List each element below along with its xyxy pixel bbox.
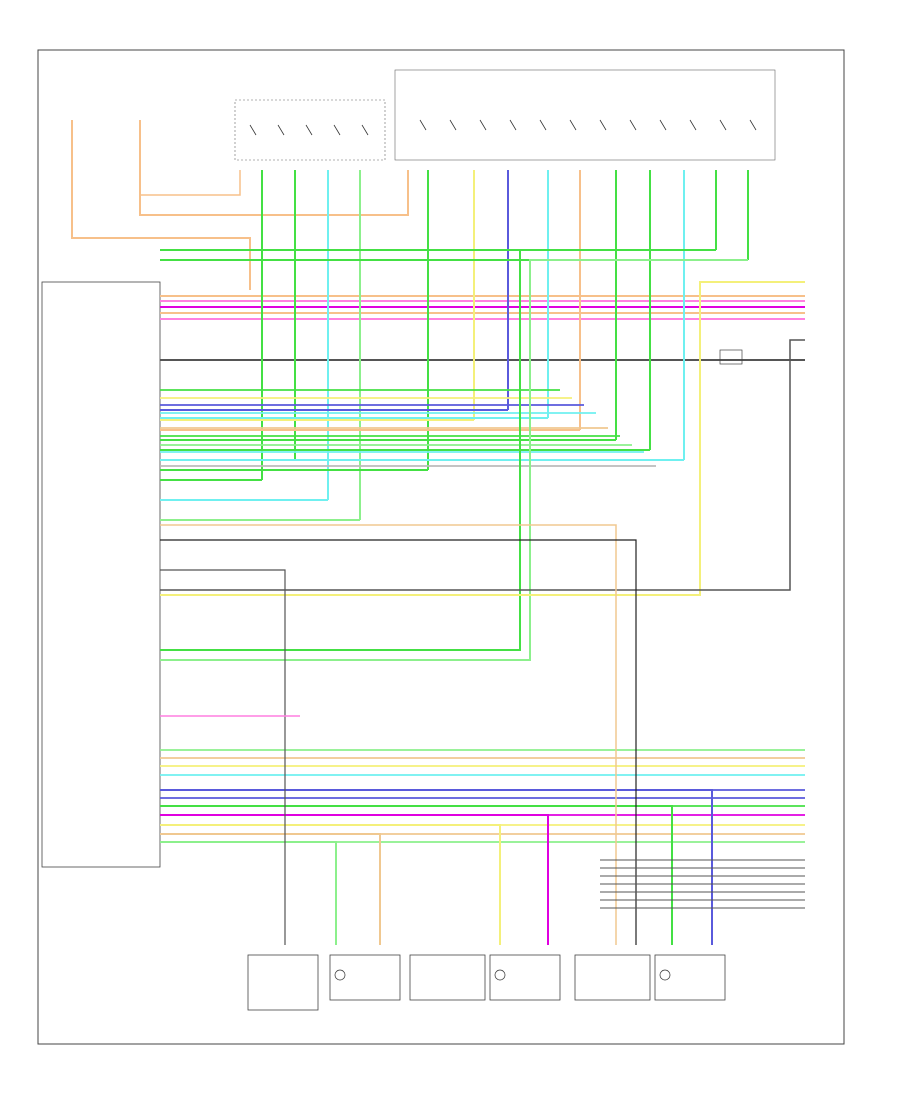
left-switch-contact-1	[277, 124, 285, 136]
motor-symbol-0	[334, 969, 346, 981]
left-recline-motor-box	[329, 954, 401, 1001]
left-switch-contact-2	[305, 124, 313, 136]
switch-contact-0	[419, 119, 427, 131]
switch-contact-10	[719, 119, 727, 131]
wire-black-sensor	[160, 539, 637, 945]
motor-symbol-1	[494, 969, 506, 981]
switch-contact-3	[509, 119, 517, 131]
left-switch-contact-0	[249, 124, 257, 136]
switch-contact-9	[689, 119, 697, 131]
switch-box-right	[394, 69, 776, 161]
wire-yellow-loop	[160, 281, 805, 596]
switch-contact-8	[659, 119, 667, 131]
switch-contact-2	[479, 119, 487, 131]
wire-gray-sensor	[160, 569, 286, 945]
wire-yellow-motor	[160, 824, 501, 945]
wire-green-return-a	[160, 249, 716, 651]
wire-lightgreen-motor	[160, 841, 337, 945]
diagram-border	[37, 49, 845, 1045]
switch-contact-11	[749, 119, 757, 131]
switch-contact-6	[599, 119, 607, 131]
switch-contact-7	[629, 119, 637, 131]
motor-symbol-2	[659, 969, 671, 981]
left-headrest-motor-box	[489, 954, 561, 1001]
wire-gray-right	[160, 339, 805, 591]
lumbar-switch	[719, 349, 743, 365]
left-switch-contact-3	[333, 124, 341, 136]
front-height-sensor-box	[574, 954, 651, 1001]
left-switch-contact-4	[361, 124, 369, 136]
recline-sensor-box	[247, 954, 319, 1011]
wire-orange-branch	[140, 170, 241, 196]
wire-magenta-motor	[160, 814, 549, 945]
headrest-sensor-box	[409, 954, 486, 1001]
switch-contact-4	[539, 119, 547, 131]
wire-tan-motor	[160, 833, 381, 945]
wire-orange-power	[71, 120, 251, 290]
switch-contact-1	[449, 119, 457, 131]
seat-module-box	[41, 281, 161, 868]
wire-orange-feed	[139, 120, 409, 216]
headrest-motor-box	[654, 954, 726, 1001]
switch-box-left	[234, 99, 386, 161]
wire-blue-motor	[160, 789, 713, 945]
wire-tan-sensor	[160, 524, 617, 945]
switch-contact-5	[569, 119, 577, 131]
wire-green-motor	[160, 805, 673, 945]
wire-green-return-b	[160, 259, 748, 661]
